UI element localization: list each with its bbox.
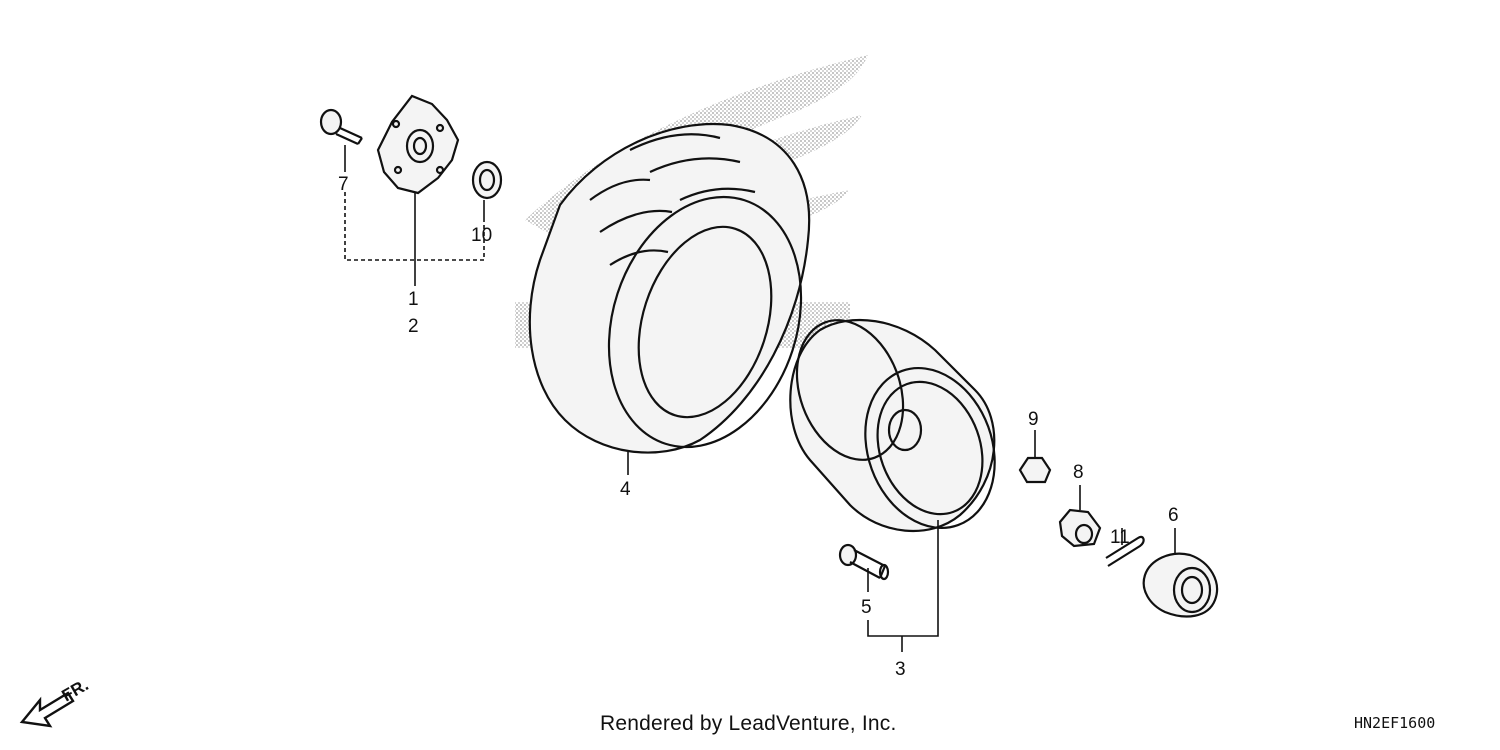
tire-part[interactable] [528,123,832,472]
callout-9: 9 [1028,409,1039,430]
hub-part[interactable] [376,94,460,195]
callout-7: 7 [338,174,349,195]
hub-cap-part[interactable] [1142,552,1218,618]
callout-11: 11 [1110,527,1130,548]
stud-bolt-part[interactable] [319,108,363,146]
cotter-pin-part[interactable] [1105,535,1145,567]
callout-5: 5 [861,597,872,618]
bearing-part[interactable] [471,160,503,200]
callout-6: 6 [1168,505,1179,526]
callout-4: 4 [620,479,631,500]
diagram-code: HN2EF1600 [1354,714,1436,732]
nut-small-part[interactable] [1018,456,1052,484]
callout-3: 3 [895,659,906,680]
castle-nut-part[interactable] [1058,508,1102,548]
callout-2: 2 [408,316,419,337]
wheel-rim-part[interactable] [778,305,1016,546]
valve-stem-part[interactable] [838,543,890,581]
callout-10: 10 [471,225,492,246]
credit-text: Rendered by LeadVenture, Inc. [600,712,897,735]
front-arrow-icon: FR. [19,675,92,728]
leader-lines [344,145,1176,652]
callout-1: 1 [408,289,419,310]
callout-8: 8 [1073,462,1084,483]
